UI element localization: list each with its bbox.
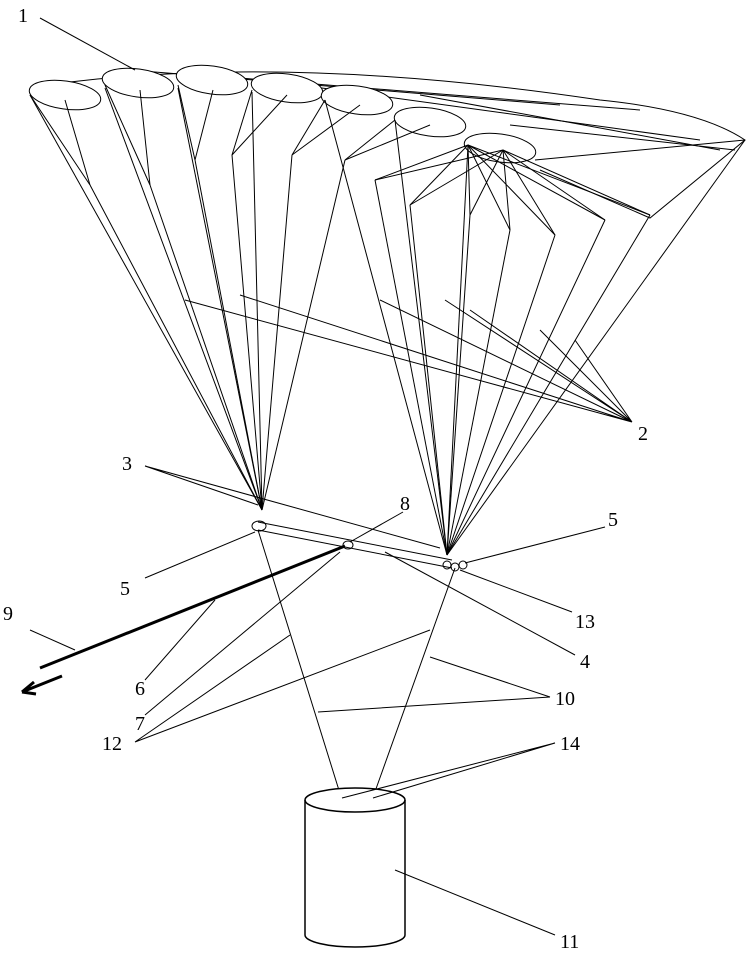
suspension-line bbox=[231, 94, 288, 156]
suspension-line bbox=[467, 144, 651, 216]
suspension-line bbox=[502, 149, 651, 216]
canopy-cell bbox=[101, 67, 175, 99]
canopy-cell bbox=[28, 79, 102, 111]
label-5-right: 5 bbox=[608, 509, 618, 531]
canopy-cell bbox=[320, 84, 394, 116]
tow-rope bbox=[39, 544, 346, 670]
canopy-cell bbox=[175, 64, 249, 96]
central-pulley bbox=[342, 540, 354, 550]
suspension-line bbox=[467, 144, 556, 236]
suspension-line bbox=[139, 89, 151, 186]
bar bbox=[257, 521, 453, 569]
suspension-line bbox=[89, 184, 263, 511]
suspension-line bbox=[261, 154, 293, 511]
suspension-line bbox=[344, 119, 396, 161]
suspension-line bbox=[64, 99, 91, 186]
label-1: 1 bbox=[18, 5, 28, 27]
suspension-line bbox=[177, 87, 263, 511]
tow-direction-arrow bbox=[21, 674, 63, 696]
suspension-line bbox=[374, 179, 448, 556]
leader-lines bbox=[29, 17, 633, 936]
suspension-line bbox=[394, 119, 448, 556]
canopy-cell bbox=[393, 106, 467, 138]
suspension-line bbox=[467, 144, 606, 221]
label-4: 4 bbox=[580, 651, 590, 673]
suspension-line bbox=[29, 94, 91, 186]
suspension-line bbox=[467, 144, 471, 216]
suspension-line bbox=[324, 99, 448, 556]
suspension-line bbox=[446, 144, 469, 556]
suspension-line bbox=[374, 144, 469, 181]
payload-container bbox=[304, 787, 406, 948]
suspension-line bbox=[231, 89, 253, 156]
suspension-lines bbox=[29, 84, 746, 556]
suspension-line bbox=[467, 144, 511, 231]
label-9: 9 bbox=[3, 603, 13, 625]
canopy-cell bbox=[250, 72, 324, 104]
label-6: 6 bbox=[135, 678, 145, 700]
label-13: 13 bbox=[575, 611, 595, 633]
suspension-line bbox=[291, 104, 361, 156]
suspension-line bbox=[261, 159, 346, 511]
label-2: 2 bbox=[638, 423, 648, 445]
suspension-line bbox=[194, 89, 214, 161]
label-3: 3 bbox=[122, 453, 132, 475]
suspension-line bbox=[534, 139, 746, 161]
suspension-line bbox=[149, 184, 263, 511]
label-11: 11 bbox=[560, 931, 579, 953]
label-7: 7 bbox=[135, 713, 145, 735]
canopy bbox=[28, 64, 746, 219]
left-pulley bbox=[251, 520, 267, 532]
suspension-line bbox=[446, 214, 651, 556]
suspension-line bbox=[104, 87, 263, 511]
suspension-line bbox=[177, 84, 196, 161]
suspension-line bbox=[291, 99, 326, 156]
suspension-line bbox=[29, 94, 263, 511]
suspension-line bbox=[446, 214, 471, 556]
suspension-line bbox=[374, 149, 504, 181]
label-10: 10 bbox=[555, 688, 575, 710]
suspension-line bbox=[409, 149, 504, 206]
suspension-line bbox=[446, 234, 556, 556]
label-8: 8 bbox=[400, 493, 410, 515]
suspension-line bbox=[446, 229, 511, 556]
suspension-line bbox=[231, 154, 263, 511]
risers bbox=[257, 529, 456, 801]
label-5-left: 5 bbox=[120, 578, 130, 600]
suspension-line bbox=[502, 149, 556, 236]
suspension-line bbox=[502, 149, 606, 221]
suspension-line bbox=[502, 149, 511, 231]
suspension-line bbox=[409, 144, 469, 206]
right-pulley bbox=[442, 560, 468, 572]
label-12: 12 bbox=[102, 733, 122, 755]
suspension-line bbox=[344, 124, 431, 161]
suspension-line bbox=[409, 204, 448, 556]
label-14: 14 bbox=[560, 733, 580, 755]
suspension-line bbox=[446, 139, 746, 556]
suspension-line bbox=[104, 84, 151, 186]
